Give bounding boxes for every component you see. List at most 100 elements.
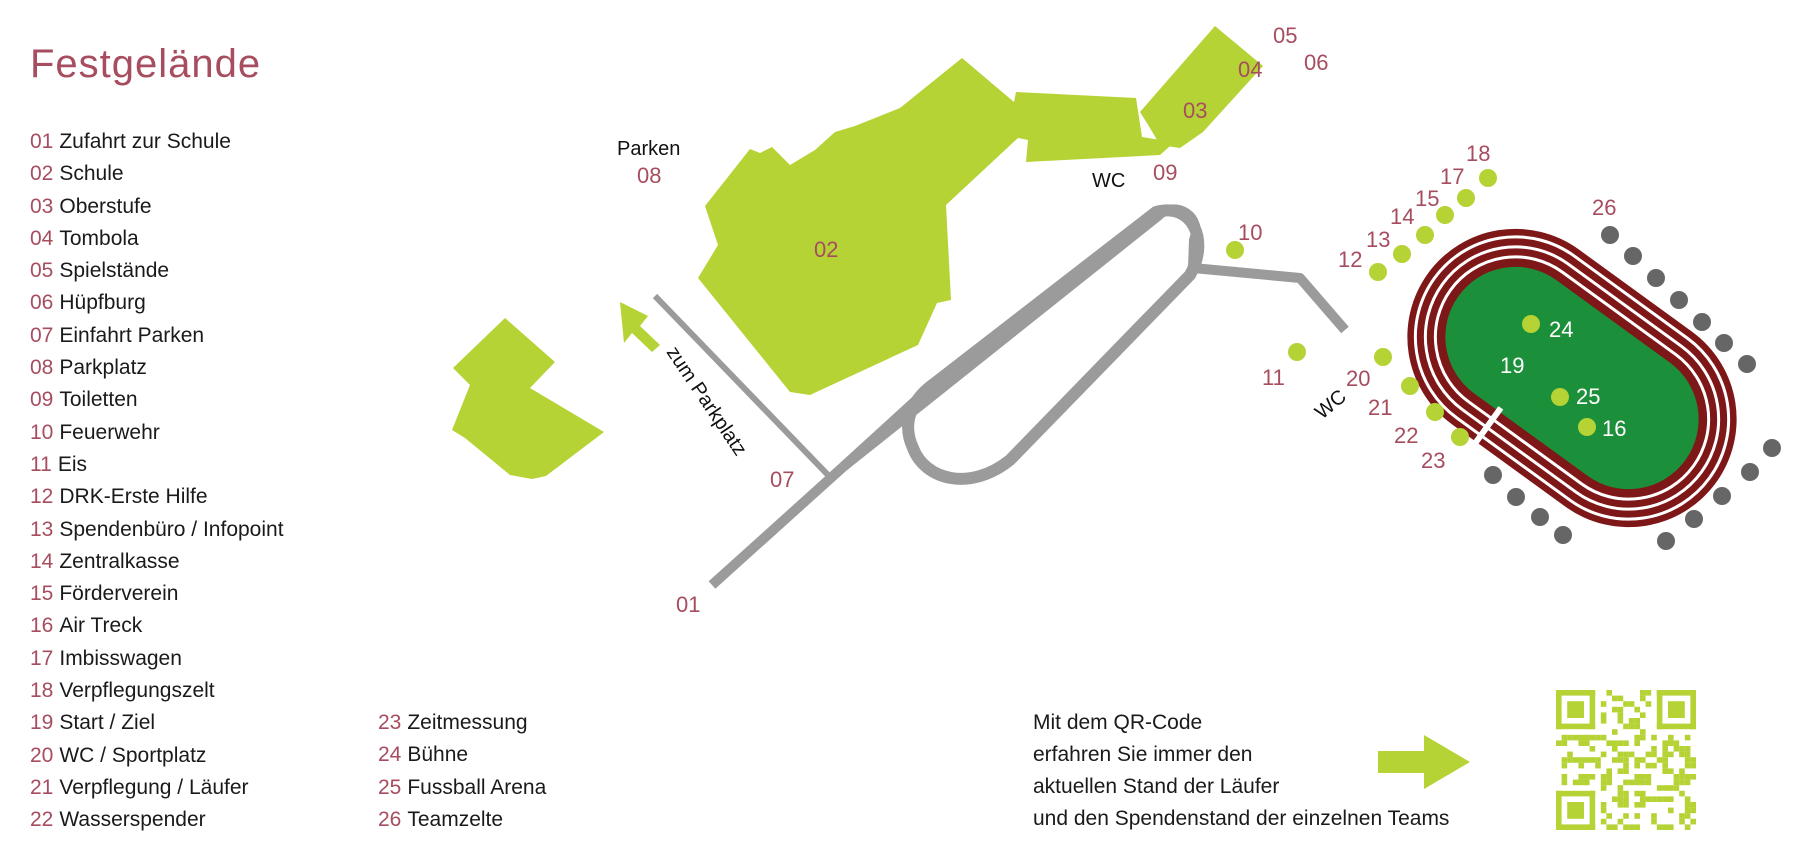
- qr-module: [1634, 762, 1640, 769]
- qr-module: [1668, 785, 1674, 791]
- label-15: 15: [1415, 186, 1439, 211]
- qr-module: [1673, 779, 1680, 786]
- tent: [1715, 334, 1733, 352]
- tent: [1657, 532, 1675, 550]
- legend-label: Spielstände: [59, 259, 170, 283]
- football-field: [1445, 266, 1699, 490]
- qr-module: [1668, 824, 1674, 830]
- qr-module: [1634, 824, 1640, 830]
- qr-module: [1651, 818, 1657, 825]
- qr-module: [1673, 746, 1680, 752]
- qr-module: [1617, 768, 1624, 774]
- qr-module: [1690, 807, 1696, 814]
- qr-module: [1668, 740, 1674, 746]
- qr-module: [1584, 740, 1590, 746]
- legend-number: 11: [30, 452, 52, 476]
- legend-label: Spendenbüro / Infopoint: [59, 517, 284, 541]
- qr-module: [1572, 734, 1579, 741]
- qr-module: [1567, 734, 1573, 741]
- tent: [1763, 439, 1781, 457]
- qr-module: [1662, 768, 1668, 774]
- legend-label: Schule: [59, 162, 124, 186]
- qr-module: [1679, 790, 1685, 797]
- tent: [1484, 466, 1502, 484]
- legend-label: Feuerwehr: [59, 420, 160, 444]
- qr-module: [1600, 751, 1607, 758]
- marker-13: [1393, 245, 1411, 263]
- qr-module: [1684, 824, 1691, 830]
- qr-module: [1684, 796, 1691, 802]
- qr-module: [1561, 734, 1568, 741]
- legend-number: 22: [30, 808, 54, 832]
- tent: [1738, 355, 1756, 373]
- label-parken: Parken: [617, 138, 680, 160]
- qr-module: [1668, 734, 1674, 741]
- legend-number: 04: [30, 226, 54, 250]
- label-13: 13: [1366, 227, 1390, 252]
- qr-module: [1572, 757, 1579, 763]
- label-26: 26: [1592, 195, 1616, 220]
- qr-module: [1600, 712, 1607, 718]
- qr-module: [1628, 718, 1635, 724]
- qr-module: [1668, 768, 1674, 774]
- legend-number: 14: [30, 549, 54, 573]
- marker-17: [1457, 189, 1475, 207]
- legend-number: 21: [30, 775, 54, 799]
- qr-module: [1673, 740, 1680, 746]
- label-02: 02: [814, 237, 838, 262]
- legend-label: Teamzelte: [407, 807, 504, 831]
- legend-label: Tombola: [59, 226, 139, 250]
- qr-code[interactable]: [1556, 690, 1696, 830]
- qr-module: [1623, 723, 1629, 730]
- oval-road: [902, 204, 1205, 485]
- qr-module: [1589, 746, 1596, 752]
- label-10: 10: [1238, 220, 1262, 245]
- qr-module: [1645, 751, 1652, 758]
- qr-module: [1584, 757, 1590, 763]
- marker-14: [1416, 226, 1434, 244]
- qr-module: [1684, 802, 1691, 808]
- qr-module: [1612, 740, 1618, 746]
- qr-module: [1623, 768, 1629, 774]
- legend-label: Zeitmessung: [407, 711, 528, 734]
- qr-module: [1684, 807, 1691, 814]
- legend-label: DRK-Erste Hilfe: [59, 485, 208, 509]
- qr-module: [1679, 813, 1685, 819]
- qr-note-line: Mit dem QR-Code: [1033, 711, 1203, 734]
- qr-module: [1600, 774, 1607, 780]
- qr-module: [1640, 802, 1646, 808]
- qr-module: [1617, 695, 1624, 702]
- legend-number: 08: [30, 356, 54, 380]
- qr-module: [1606, 690, 1612, 696]
- qr-module: [1623, 802, 1629, 808]
- qr-module: [1612, 757, 1618, 763]
- label-14: 14: [1390, 204, 1414, 229]
- qr-module: [1578, 774, 1584, 780]
- legend-label: Verpflegung / Läufer: [59, 775, 249, 799]
- qr-module: [1684, 734, 1691, 741]
- legend-number: 12: [30, 485, 54, 509]
- qr-module: [1623, 740, 1629, 746]
- label-19: 19: [1500, 353, 1524, 378]
- qr-module: [1634, 790, 1640, 797]
- qr-module: [1651, 796, 1657, 802]
- legend-number: 16: [30, 614, 54, 638]
- tent: [1624, 247, 1642, 265]
- qr-module: [1684, 813, 1691, 819]
- qr-module: [1645, 762, 1652, 769]
- qr-module: [1578, 734, 1584, 741]
- tent: [1601, 226, 1619, 244]
- qr-module: [1600, 718, 1607, 724]
- tent: [1741, 463, 1759, 481]
- marker-25: [1551, 388, 1569, 406]
